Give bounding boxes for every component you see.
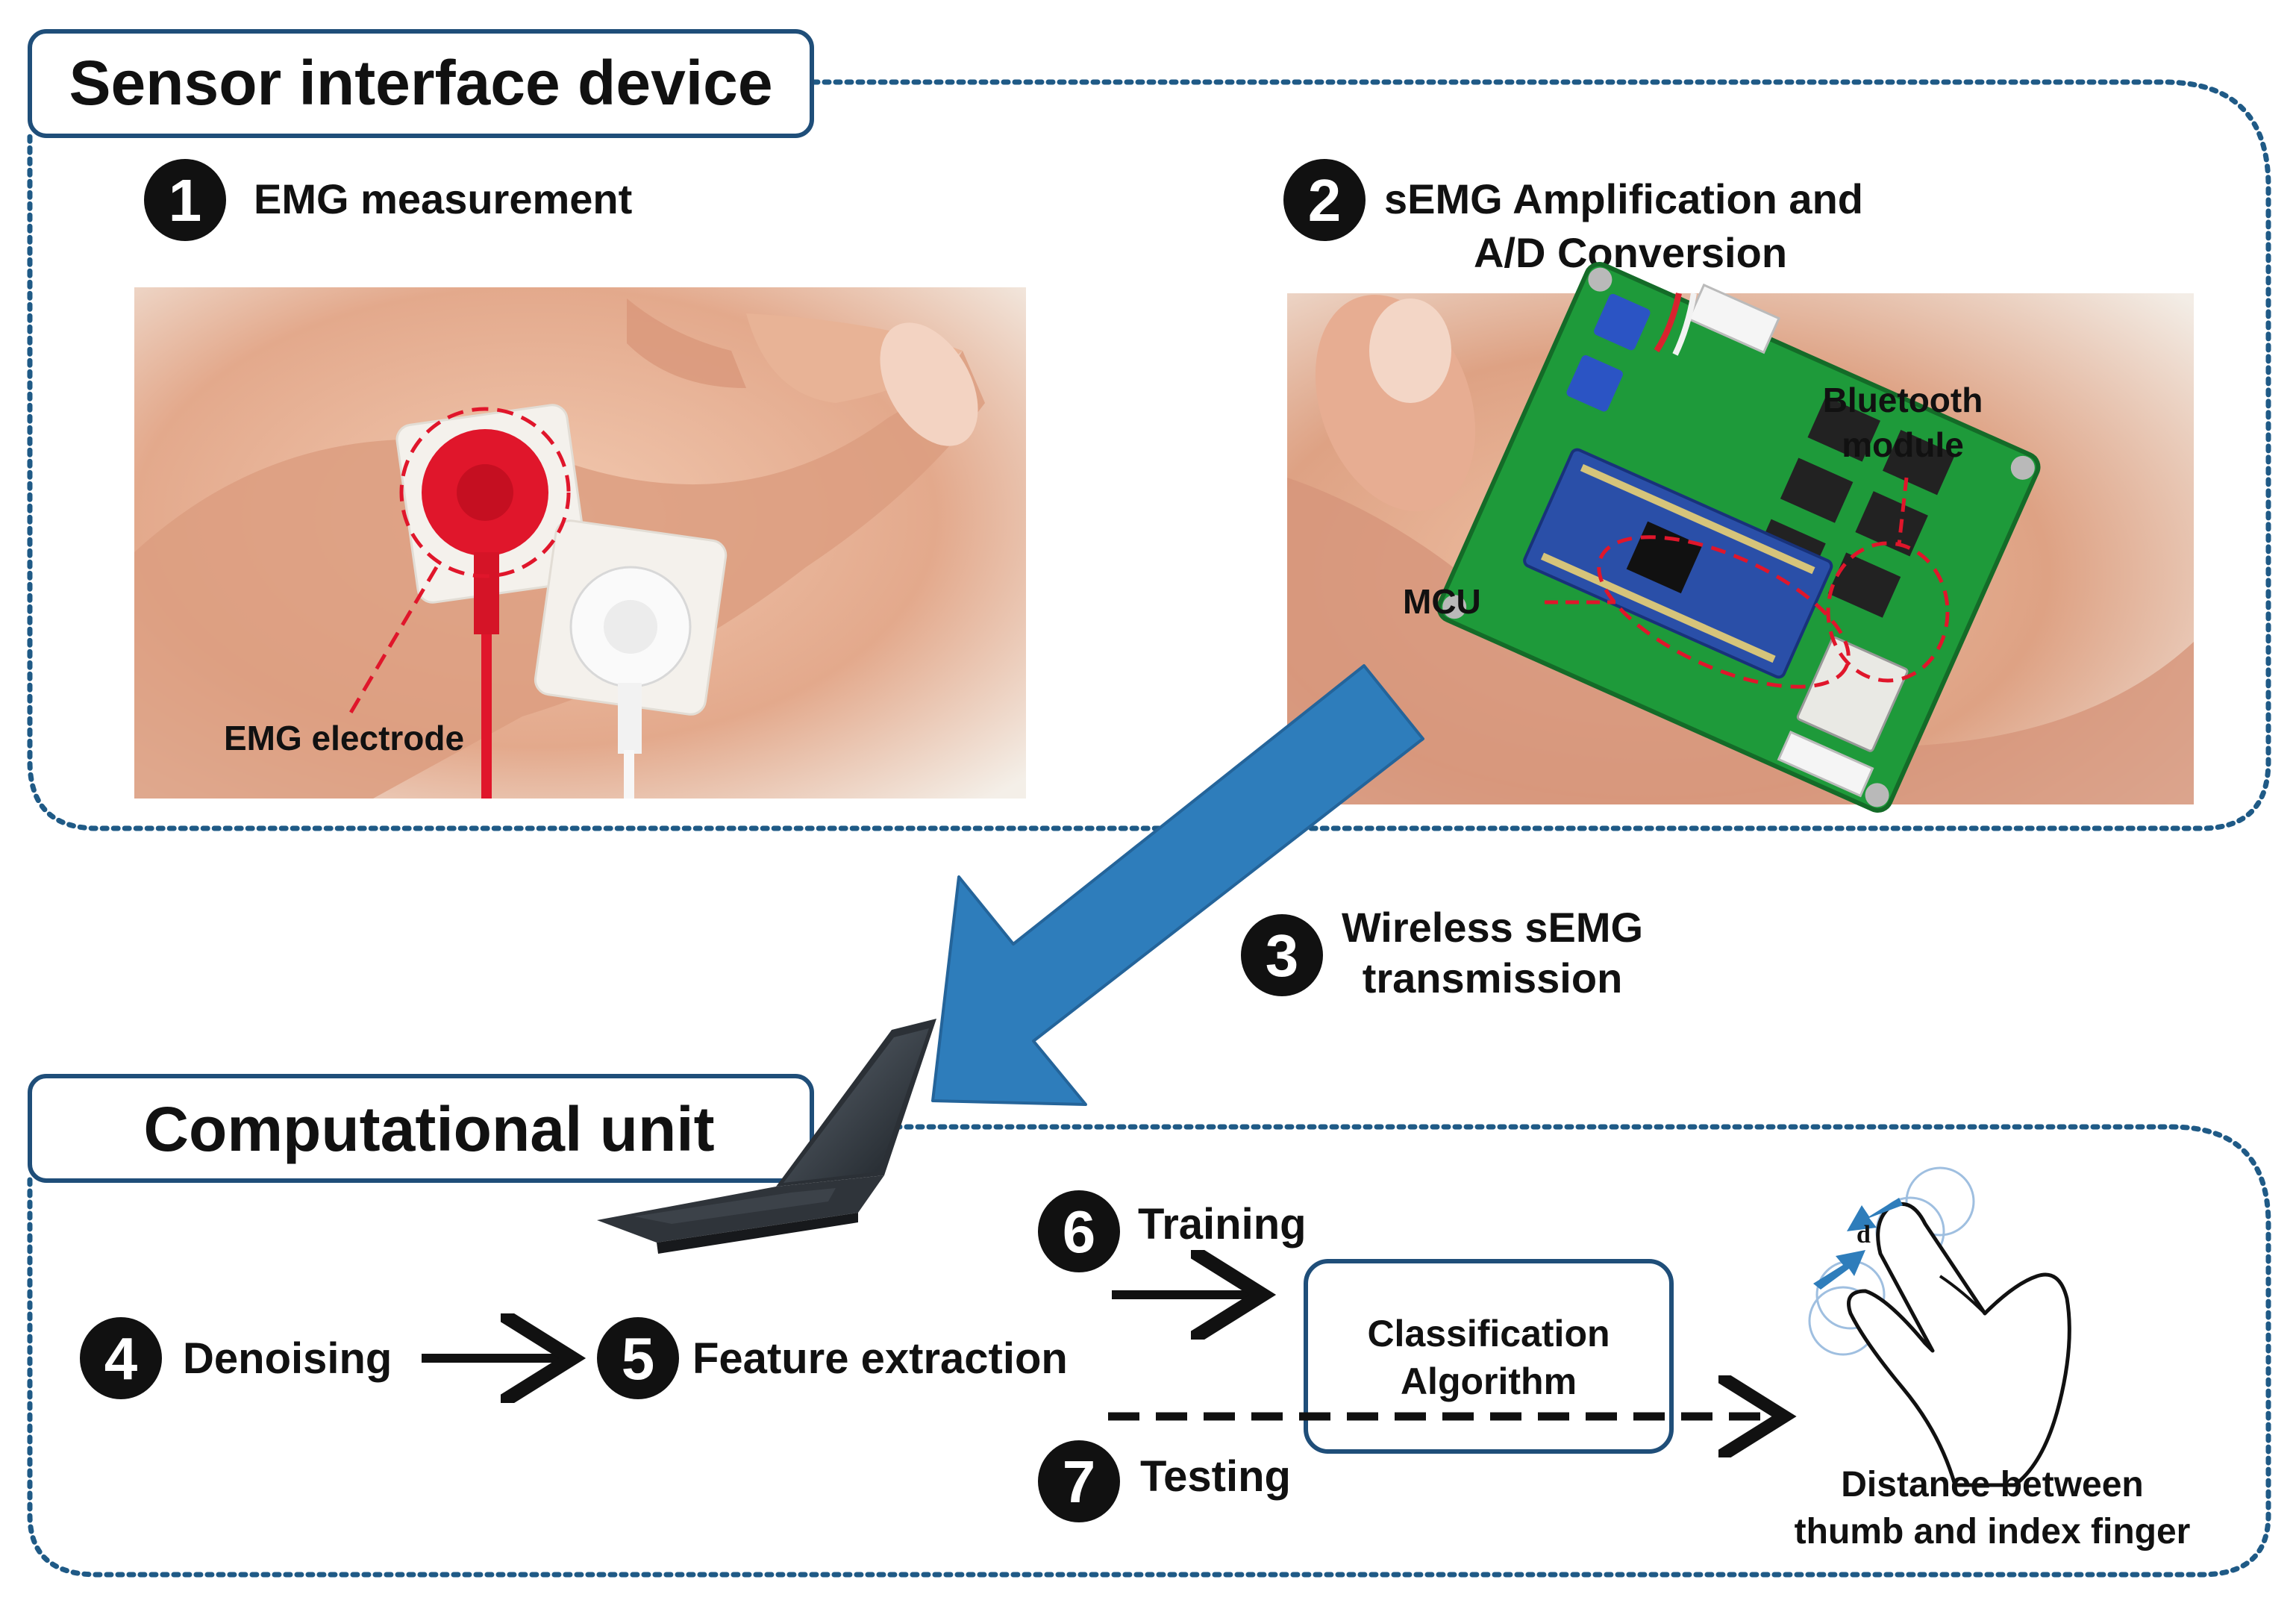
computational-unit-section: Computational unit 4 Denoising 5 Feature… [27, 1019, 2271, 1578]
step-7-label: Testing [1140, 1452, 1291, 1501]
bluetooth-label-line2: module [1842, 425, 1964, 464]
mcu-highlight-circle [1597, 535, 1851, 689]
step-6-label: Training [1138, 1200, 1307, 1249]
emg-electrode-photo: EMG electrode [134, 287, 1026, 799]
step-4-number: 4 [104, 1325, 138, 1392]
step-1-label: EMG measurement [254, 175, 632, 222]
sensor-section-dotted-border [27, 79, 2271, 831]
step-2-number: 2 [1308, 167, 1342, 234]
bluetooth-label-line1: Bluetooth [1823, 381, 1983, 419]
big-transmission-arrow [931, 664, 1424, 1106]
step-6-number: 6 [1063, 1199, 1096, 1265]
sensor-section-title: Sensor interface device [69, 48, 772, 118]
pcb-device-photo: MCU Bluetooth module [1287, 262, 2194, 813]
computational-section-title-box [28, 1074, 814, 1183]
bluetooth-module-chip [1796, 636, 1909, 752]
distance-symbol: d [1856, 1221, 1871, 1249]
step-2-label-line1: sEMG Amplification and [1384, 175, 1863, 222]
step-3-number: 3 [1266, 922, 1299, 989]
step-4: 4 Denoising [80, 1317, 392, 1399]
finger-distance-illustration: d Distance between thumb and index finge… [1795, 1166, 2191, 1551]
laptop-image [597, 1019, 936, 1254]
step-7-badge [1038, 1440, 1120, 1522]
step-5-label: Feature extraction [692, 1334, 1068, 1383]
step-1-number: 1 [169, 167, 202, 234]
hand-outline [1847, 1201, 2071, 1487]
pinch-arrow-upper [1847, 1198, 1903, 1231]
wireless-transmission: 3 Wireless sEMG transmission [931, 664, 1643, 1106]
step-7: 7 Testing [1038, 1440, 1291, 1522]
step-4-label: Denoising [183, 1334, 392, 1383]
step-4-badge [80, 1317, 162, 1399]
step-6: 6 Training [1038, 1190, 1307, 1272]
pcb-board [1436, 262, 2041, 813]
electrode-leader-line [348, 566, 439, 714]
step-1-header: 1 EMG measurement [144, 159, 632, 241]
output-label-line1: Distance between [1841, 1465, 2143, 1504]
classification-algorithm-box [1304, 1259, 1674, 1454]
pinch-arrow-lower [1813, 1250, 1865, 1290]
step-2-badge [1283, 159, 1366, 241]
output-label-line2: thumb and index finger [1795, 1512, 2191, 1551]
step-5-number: 5 [622, 1325, 655, 1392]
step-5-badge [597, 1317, 679, 1399]
step-7-number: 7 [1063, 1449, 1096, 1515]
sensor-section-title-box [28, 29, 814, 138]
step-3-label-line2: transmission [1363, 954, 1623, 1001]
step-1-badge [144, 159, 226, 241]
step-2-label-line2: A/D Conversion [1474, 229, 1787, 276]
emg-electrode-label: EMG electrode [224, 719, 464, 757]
bluetooth-leader-line [1897, 477, 1909, 546]
classification-label-line1: Classification [1367, 1313, 1610, 1354]
bluetooth-highlight-circle [1826, 541, 1950, 683]
step-5: 5 Feature extraction [597, 1317, 1068, 1399]
sensor-interface-section: Sensor interface device 1 EMG measuremen… [27, 29, 2271, 831]
step-3-badge [1241, 914, 1323, 996]
mcu-label: MCU [1403, 582, 1481, 621]
electrode-highlight-circle [399, 407, 571, 578]
classification-label-line2: Algorithm [1401, 1360, 1577, 1402]
step-3-label-line1: Wireless sEMG [1342, 904, 1643, 951]
step-6-badge [1038, 1190, 1120, 1272]
computational-section-title: Computational unit [143, 1094, 714, 1164]
step-2-header: 2 sEMG Amplification and A/D Conversion [1283, 159, 1863, 276]
computational-section-dotted-border [27, 1124, 2271, 1578]
